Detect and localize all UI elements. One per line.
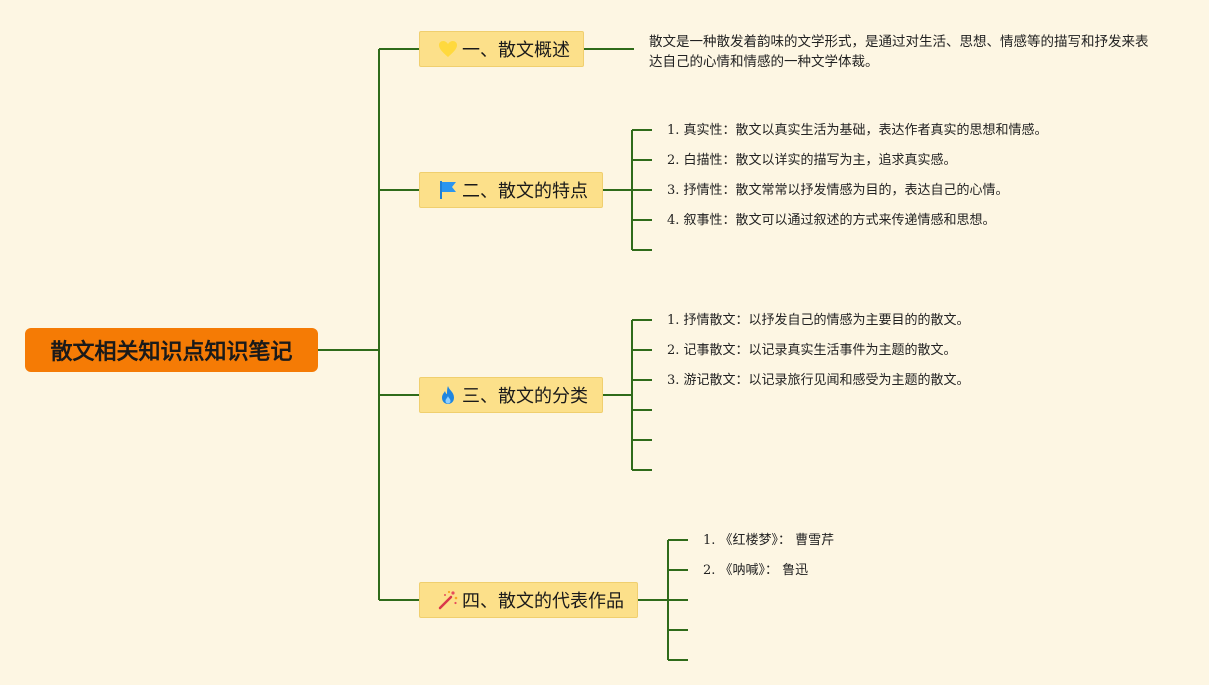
branch-categories[interactable]: 三、散文的分类	[419, 377, 603, 413]
category-item: 1. 抒情散文：以抒发自己的情感为主要目的的散文。	[667, 313, 970, 328]
fire-icon	[438, 385, 458, 405]
flag-icon	[438, 180, 458, 200]
overview-text: 散文是一种散发着韵味的文学形式，是通过对生活、思想、情感等的描写和抒发来表达自己…	[649, 34, 1149, 70]
root-title: 散文相关知识点知识笔记	[50, 340, 293, 365]
feature-item: 4. 叙事性：散文可以通过叙述的方式来传递情感和思想。	[667, 213, 996, 228]
branch-features[interactable]: 二、散文的特点	[419, 172, 603, 208]
branch-4-ticks	[668, 539, 688, 661]
branch-label: 一、散文概述	[462, 40, 570, 61]
branch-label: 三、散文的分类	[462, 386, 588, 407]
branch-representative-works[interactable]: 四、散文的代表作品	[419, 582, 638, 618]
branch-2-ticks	[632, 129, 652, 251]
work-item: 1. 《红楼梦》： 曹雪芹	[703, 533, 835, 548]
heart-icon	[438, 39, 458, 59]
branch-3-ticks	[632, 319, 652, 471]
work-item: 2. 《呐喊》： 鲁迅	[703, 563, 809, 578]
feature-item: 3. 抒情性：散文常常以抒发情感为目的，表达自己的心情。	[667, 183, 1009, 198]
category-item: 3. 游记散文：以记录旅行见闻和感受为主题的散文。	[667, 373, 970, 388]
branch-label: 二、散文的特点	[462, 181, 588, 202]
sparkle-wand-icon	[438, 590, 458, 610]
branch-overview[interactable]: 一、散文概述	[419, 31, 584, 67]
branch-label: 四、散文的代表作品	[462, 591, 624, 612]
root-node[interactable]: 散文相关知识点知识笔记	[25, 328, 318, 372]
feature-item: 2. 白描性：散文以详实的描写为主，追求真实感。	[667, 153, 957, 168]
category-item: 2. 记事散文：以记录真实生活事件为主题的散文。	[667, 343, 957, 358]
feature-item: 1. 真实性：散文以真实生活为基础，表达作者真实的思想和情感。	[667, 123, 1048, 138]
